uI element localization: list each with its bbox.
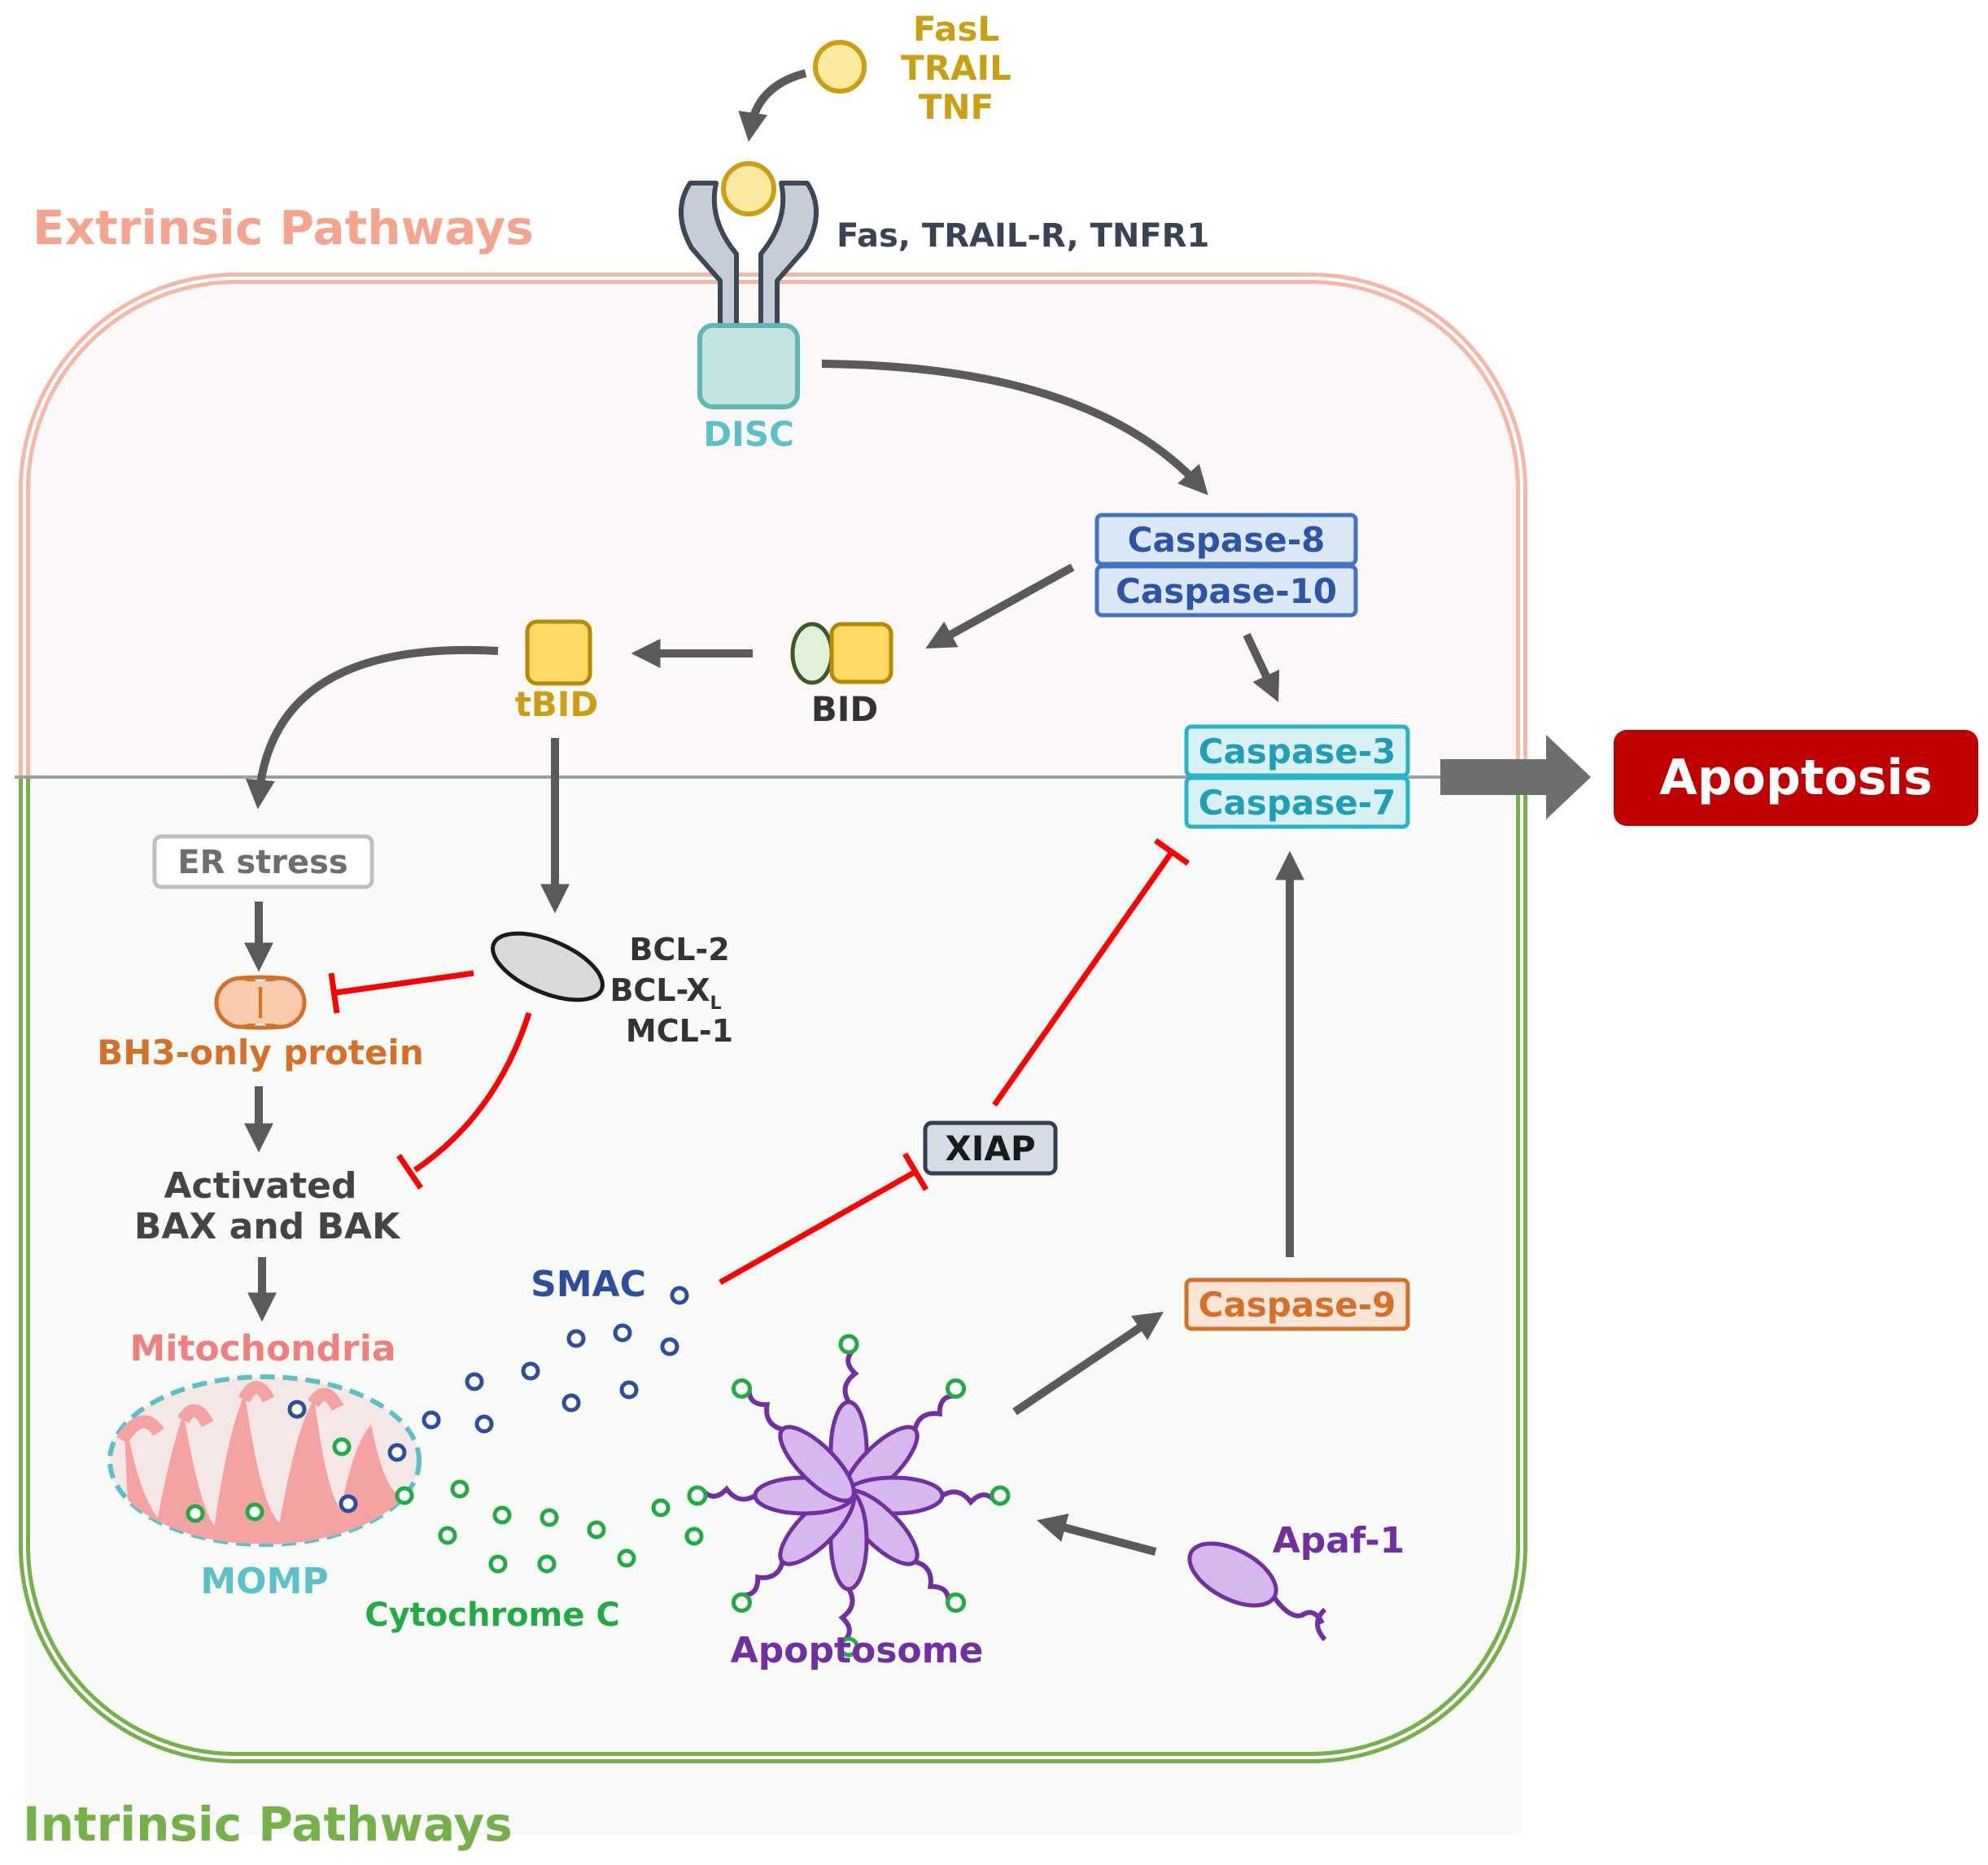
er-stress-label: ER stress bbox=[177, 844, 347, 881]
bh3-only-protein-label: BH3-only protein bbox=[97, 1033, 423, 1072]
bax-bak-label-line1: Activated bbox=[164, 1165, 357, 1207]
tbid-label: tBID bbox=[515, 684, 599, 724]
bcl2-label: BCL-2 bbox=[629, 932, 729, 967]
inhibit-xiap-to-caspase3 bbox=[992, 838, 1191, 1107]
caspase-8-box bbox=[1094, 513, 1358, 566]
ligand-fasl: FasL bbox=[913, 9, 999, 49]
caspase-3-box bbox=[1184, 724, 1410, 778]
arrow-ligand-to-receptor bbox=[738, 69, 807, 142]
caspase-10-label: Caspase-10 bbox=[1116, 571, 1337, 611]
intrinsic-pathways-title: Intrinsic Pathways bbox=[23, 1797, 513, 1852]
bclxl-label: BCL-XL bbox=[610, 972, 721, 1014]
bid-label: BID bbox=[811, 689, 879, 729]
cytochrome-c-label: Cytochrome C bbox=[365, 1596, 620, 1634]
mcl1-label: MCL-1 bbox=[626, 1013, 733, 1049]
xiap-box bbox=[923, 1120, 1058, 1176]
arrow-apoptosome-to-caspase9 bbox=[1012, 1311, 1164, 1416]
apoptosis-box bbox=[1614, 730, 1978, 826]
arrow-apaf1-to-apoptosome bbox=[1037, 1513, 1157, 1556]
smac-label: SMAC bbox=[531, 1264, 646, 1305]
arrow-caspase8-to-caspase3 bbox=[1243, 632, 1280, 703]
inhibit-smac-to-xiap bbox=[719, 1152, 929, 1286]
bh3-protein-icon bbox=[214, 975, 307, 1030]
ligand bbox=[813, 40, 867, 94]
inhibit-bcl2-to-bh3 bbox=[328, 970, 474, 1014]
xiap-label: XIAP bbox=[945, 1129, 1035, 1168]
momp-label: MOMP bbox=[200, 1561, 328, 1602]
arrow-disc-to-caspase8 bbox=[821, 360, 1208, 496]
apoptosis-label: Apoptosis bbox=[1659, 749, 1932, 806]
caspase-8-label: Caspase-8 bbox=[1128, 520, 1326, 560]
death-receptor-icon bbox=[679, 161, 819, 340]
tbid-protein-icon bbox=[525, 619, 592, 686]
cytochrome-c-particles bbox=[186, 1437, 704, 1574]
arrow-tbid-to-er-stress bbox=[245, 646, 499, 810]
smac-particles bbox=[287, 1286, 689, 1513]
disc-complex bbox=[697, 323, 800, 409]
mitochondrion-icon bbox=[107, 1374, 422, 1547]
caspase-3-label: Caspase-3 bbox=[1199, 732, 1396, 771]
arrow-to-apoptosis bbox=[1440, 735, 1591, 819]
caspase-9-label: Caspase-9 bbox=[1199, 1285, 1396, 1325]
cell-membrane bbox=[19, 273, 1527, 1835]
caspase-10-box bbox=[1094, 564, 1358, 618]
mitochondria-label: Mitochondria bbox=[129, 1328, 395, 1369]
bax-bak-label-line2: BAX and BAK bbox=[134, 1206, 401, 1247]
bid-protein-icon bbox=[790, 622, 894, 685]
extrinsic-pathways-title: Extrinsic Pathways bbox=[33, 200, 534, 256]
inhibit-bcl2-to-bax-bak bbox=[396, 1011, 532, 1190]
ligand-trail: TRAIL bbox=[901, 48, 1011, 88]
caspase-7-label: Caspase-7 bbox=[1199, 783, 1396, 823]
caspase-9-box bbox=[1184, 1278, 1410, 1331]
ligand-tnf: TNF bbox=[919, 87, 994, 127]
disc-label: DISC bbox=[703, 414, 794, 454]
receptor-label: Fas, TRAIL-R, TNFR1 bbox=[837, 217, 1209, 255]
bcl2-family-icon bbox=[491, 931, 605, 1002]
apoptosome-icon bbox=[687, 1334, 1011, 1658]
apaf-1-label: Apaf-1 bbox=[1273, 1520, 1405, 1561]
er-stress-box bbox=[152, 834, 374, 889]
apoptosome-label: Apoptosome bbox=[731, 1630, 984, 1671]
arrow-caspase8-to-bid bbox=[925, 563, 1075, 649]
caspase-7-box bbox=[1184, 775, 1410, 829]
apaf-1-icon bbox=[1187, 1541, 1327, 1642]
